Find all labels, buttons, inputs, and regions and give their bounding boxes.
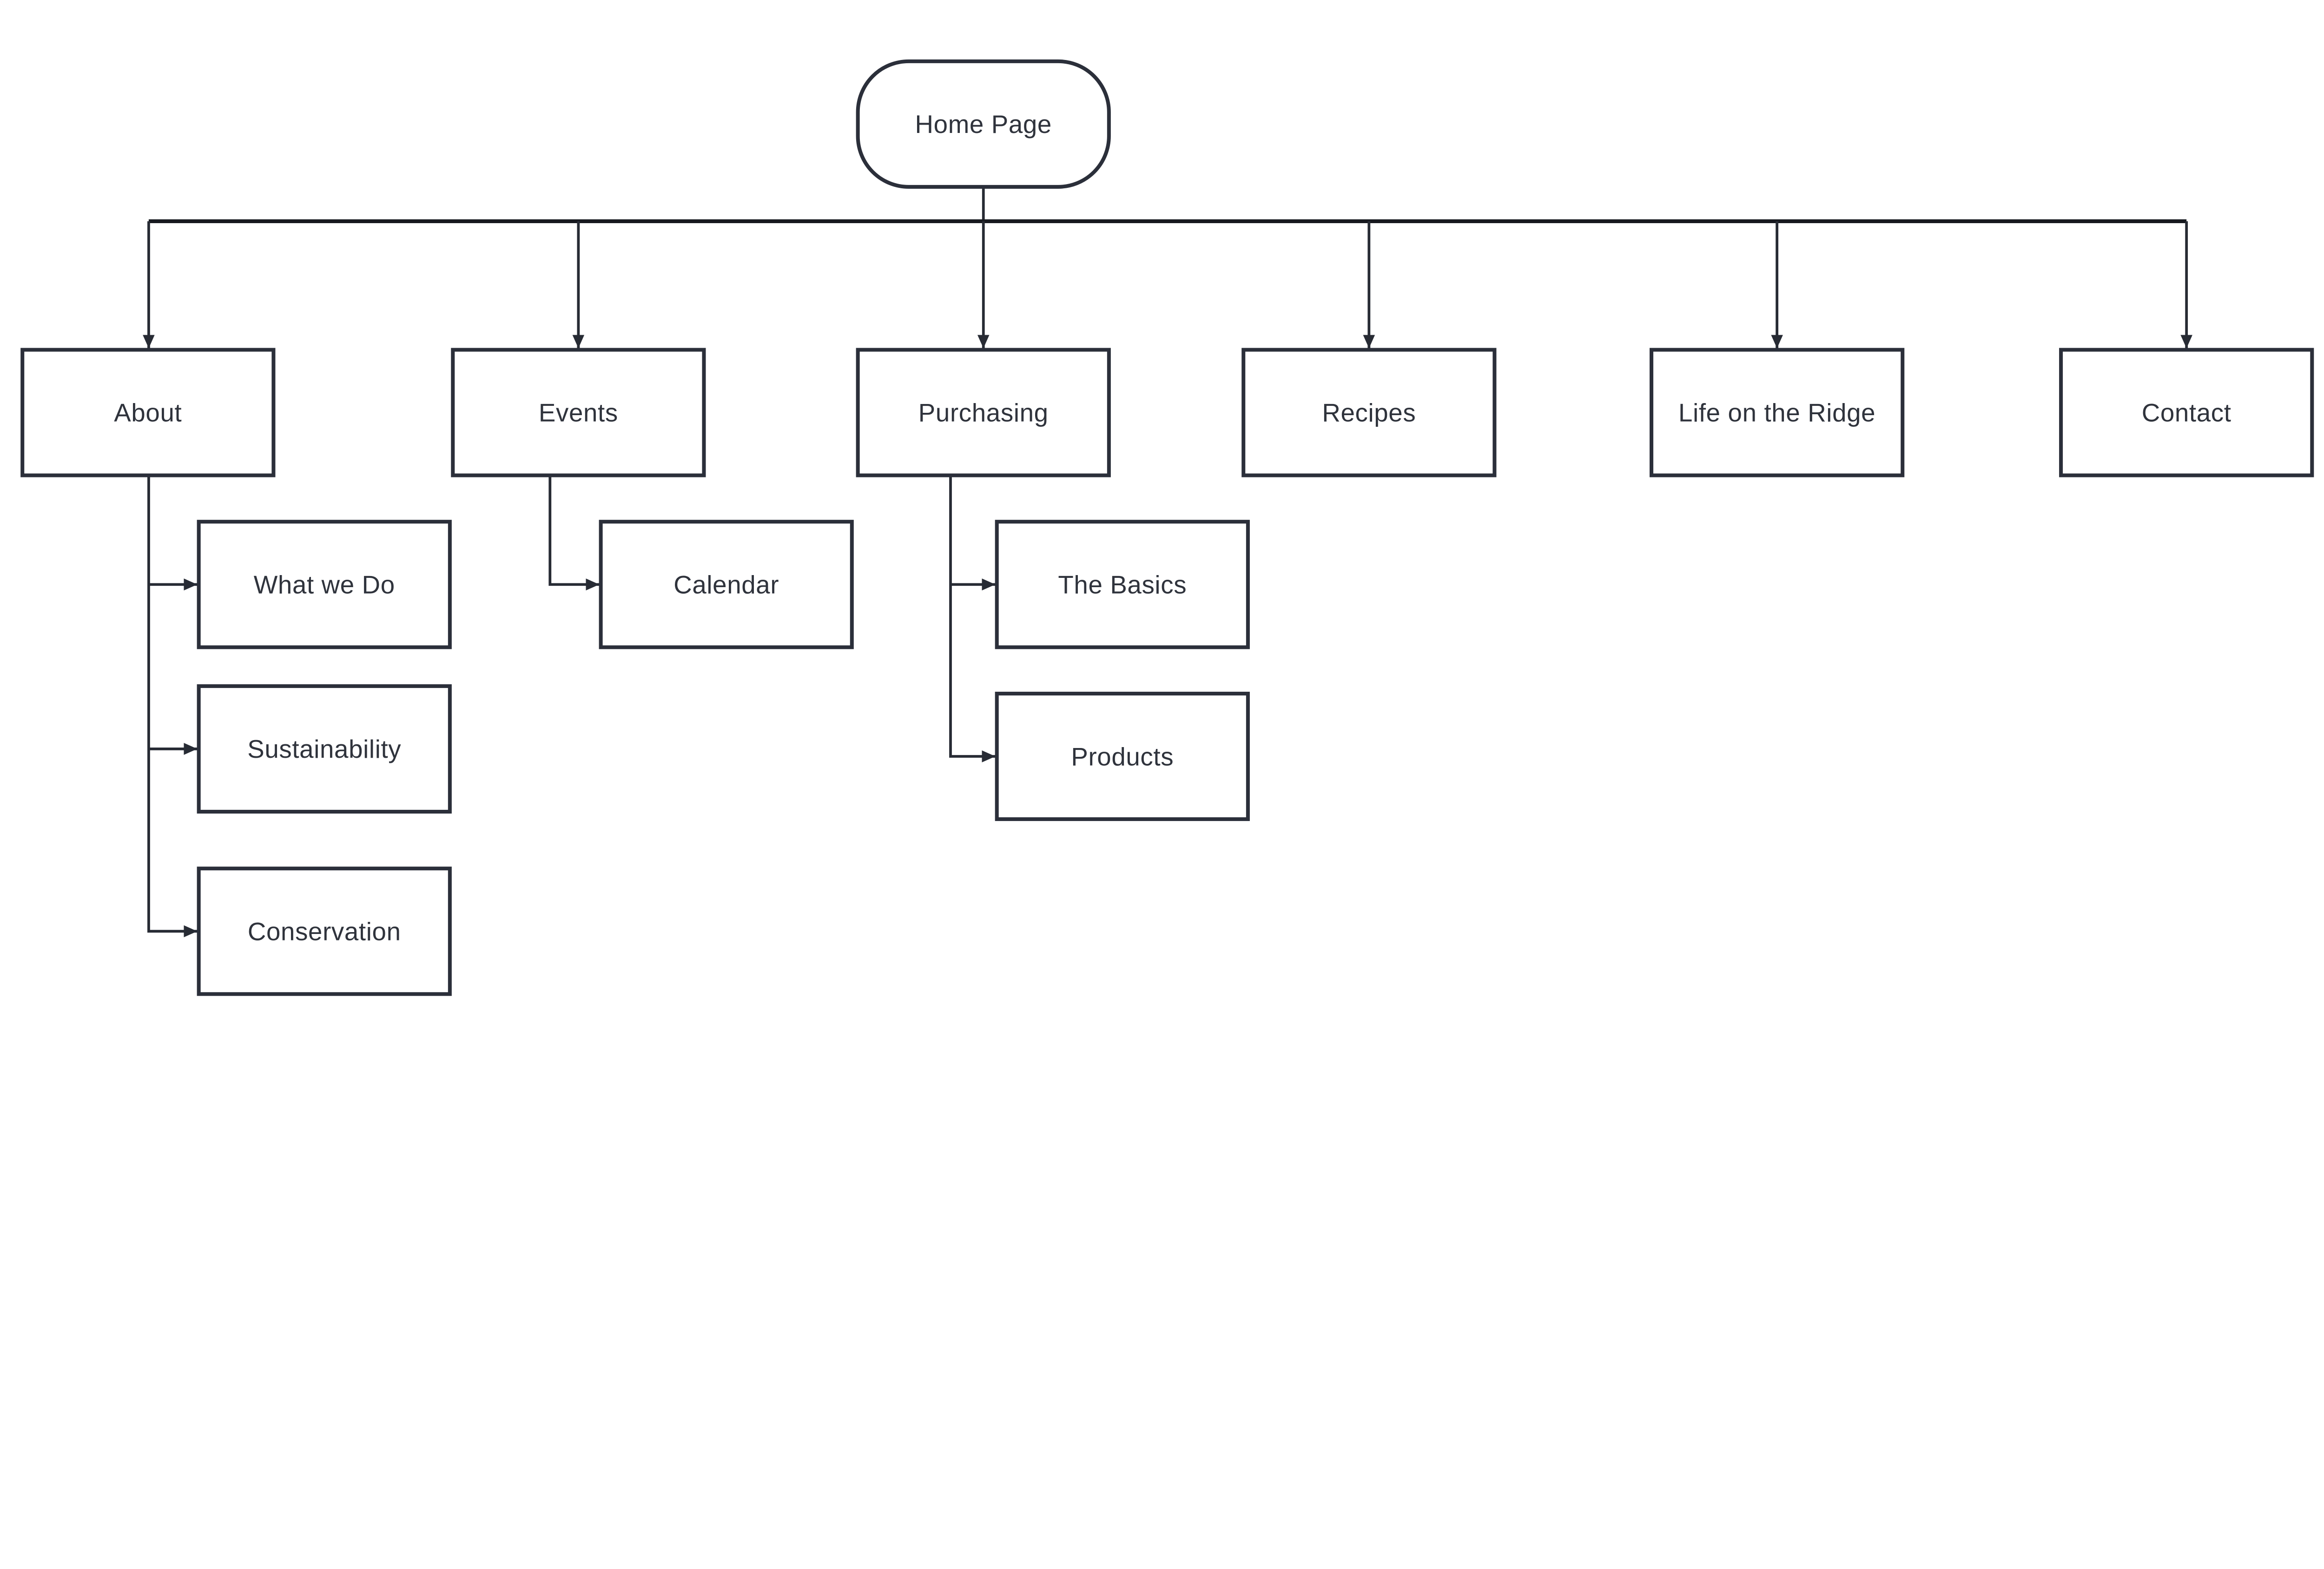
node-calendar[interactable]: Calendar	[599, 520, 854, 649]
connectors	[143, 186, 2193, 938]
node-what-we-do[interactable]: What we Do	[197, 520, 452, 649]
edge-events-calendar	[548, 475, 600, 591]
node-purchasing-label: Purchasing	[918, 399, 1049, 427]
node-products-label: Products	[1071, 742, 1174, 771]
node-life-on-the-ridge-box	[1650, 348, 1905, 477]
node-life-on-the-ridge-label: Life on the Ridge	[1678, 399, 1875, 427]
node-home-page-box	[856, 59, 1111, 189]
edge-about-conservation	[147, 475, 198, 938]
node-sustainability-box	[197, 684, 452, 814]
node-conservation-box	[197, 867, 452, 996]
sitemap-svg: Home Page About Events Purchasing Recipe…	[20, 59, 2314, 996]
node-sustainability-label: Sustainability	[247, 735, 401, 763]
node-what-we-do-box	[197, 520, 452, 649]
node-calendar-box	[599, 520, 854, 649]
node-contact-label: Contact	[2142, 399, 2232, 427]
node-what-we-do-label: What we Do	[254, 571, 395, 599]
node-events[interactable]: Events	[451, 348, 706, 477]
node-products[interactable]: Products	[995, 691, 1250, 821]
node-home-page[interactable]: Home Page	[856, 59, 1111, 189]
node-home-page-label: Home Page	[915, 110, 1052, 139]
node-events-label: Events	[539, 399, 618, 427]
node-events-box	[451, 348, 706, 477]
node-recipes[interactable]: Recipes	[1241, 348, 1497, 477]
node-contact[interactable]: Contact	[2059, 348, 2314, 477]
node-about[interactable]: About	[20, 348, 276, 477]
node-the-basics[interactable]: The Basics	[995, 520, 1250, 649]
node-products-box	[995, 691, 1250, 821]
node-the-basics-box	[995, 520, 1250, 649]
node-contact-box	[2059, 348, 2314, 477]
node-life-on-the-ridge[interactable]: Life on the Ridge	[1650, 348, 1905, 477]
edge-purchasing-products	[949, 475, 996, 762]
node-purchasing[interactable]: Purchasing	[856, 348, 1111, 477]
sitemap-canvas: Home Page About Events Purchasing Recipe…	[20, 59, 2314, 996]
node-sustainability[interactable]: Sustainability	[197, 684, 452, 814]
node-calendar-label: Calendar	[673, 571, 779, 599]
node-recipes-box	[1241, 348, 1497, 477]
node-recipes-label: Recipes	[1322, 399, 1416, 427]
node-purchasing-box	[856, 348, 1111, 477]
node-about-box	[20, 348, 276, 477]
node-about-label: About	[114, 399, 182, 427]
node-the-basics-label: The Basics	[1058, 571, 1187, 599]
node-conservation-label: Conservation	[248, 917, 401, 946]
node-conservation[interactable]: Conservation	[197, 867, 452, 996]
